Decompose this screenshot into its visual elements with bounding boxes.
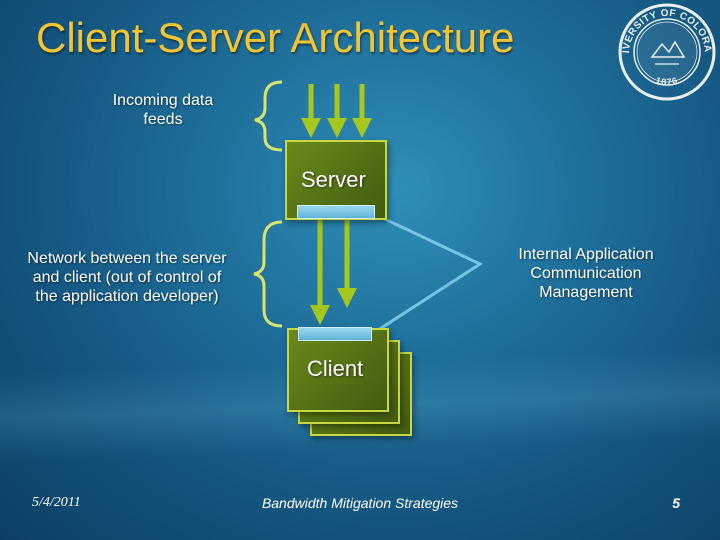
server-label: Server [301, 167, 366, 192]
university-seal-icon: UNIVERSITY OF COLORADO 1876 [617, 2, 716, 101]
page-number: 5 [672, 495, 680, 511]
internal-connector [371, 211, 484, 336]
internal-communication-label: Internal Application Communication Manag… [518, 246, 654, 301]
network-label: Network between the server and client (o… [27, 250, 227, 305]
slide-title: Client-Server Architecture [36, 14, 515, 61]
incoming-feeds-label: Incoming data feeds [112, 92, 214, 128]
client-label: Client [307, 356, 364, 381]
seal-year: 1876 [655, 75, 679, 87]
client-port [298, 327, 372, 341]
footer-title: Bandwidth Mitigation Strategies [261, 495, 459, 511]
incoming-brace [254, 80, 283, 152]
server-port [297, 205, 375, 219]
client-box-front [287, 328, 389, 412]
footer-date: 5/4/2011 [32, 495, 81, 510]
network-brace [253, 220, 283, 328]
svg-text:1876: 1876 [655, 75, 680, 87]
